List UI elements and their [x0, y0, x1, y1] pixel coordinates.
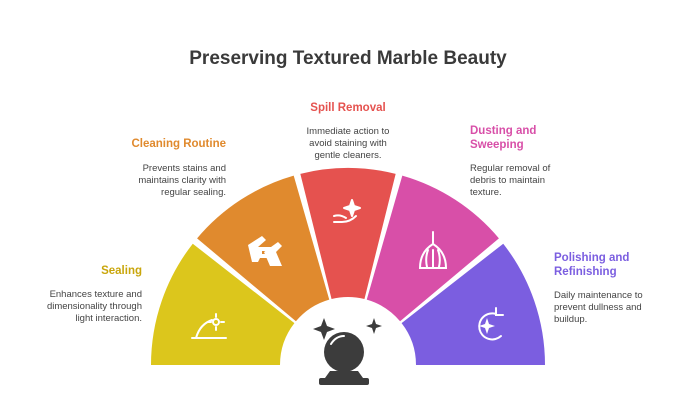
arc-segment-dusting	[366, 175, 499, 322]
refresh-sparkle-icon	[478, 307, 504, 341]
dusting-sweeping-label: Dusting and Sweeping	[470, 125, 537, 151]
sealing-description: Enhances texture and dimensionality thro…	[46, 289, 142, 324]
arc-segment-sealing	[151, 243, 295, 365]
arc-segment-spill	[300, 168, 396, 300]
cleaning-routine-description: Prevents stains and maintains clarity wi…	[138, 163, 226, 198]
spill-removal-description: Immediate action to avoid staining with …	[306, 126, 390, 161]
polishing-refinishing-description: Daily maintenance to prevent dullness an…	[554, 290, 643, 325]
broom-icon	[418, 231, 448, 269]
hand-sparkle-icon	[333, 199, 361, 223]
spill-removal-label: Spill Removal	[310, 102, 386, 114]
crystal-ball-icon	[313, 318, 382, 385]
polishing-refinishing-label: Polishing and Refinishing	[554, 252, 630, 278]
sealing-label: Sealing	[101, 265, 142, 277]
page-title: Preserving Textured Marble Beauty	[189, 48, 507, 69]
hands-wash-icon	[248, 236, 282, 266]
cleaning-routine-label: Cleaning Routine	[131, 138, 226, 150]
dusting-sweeping-description: Regular removal of debris to maintain te…	[470, 163, 551, 198]
arc-segment-polishing	[401, 243, 545, 365]
sparkle-arc-icon	[191, 313, 227, 339]
